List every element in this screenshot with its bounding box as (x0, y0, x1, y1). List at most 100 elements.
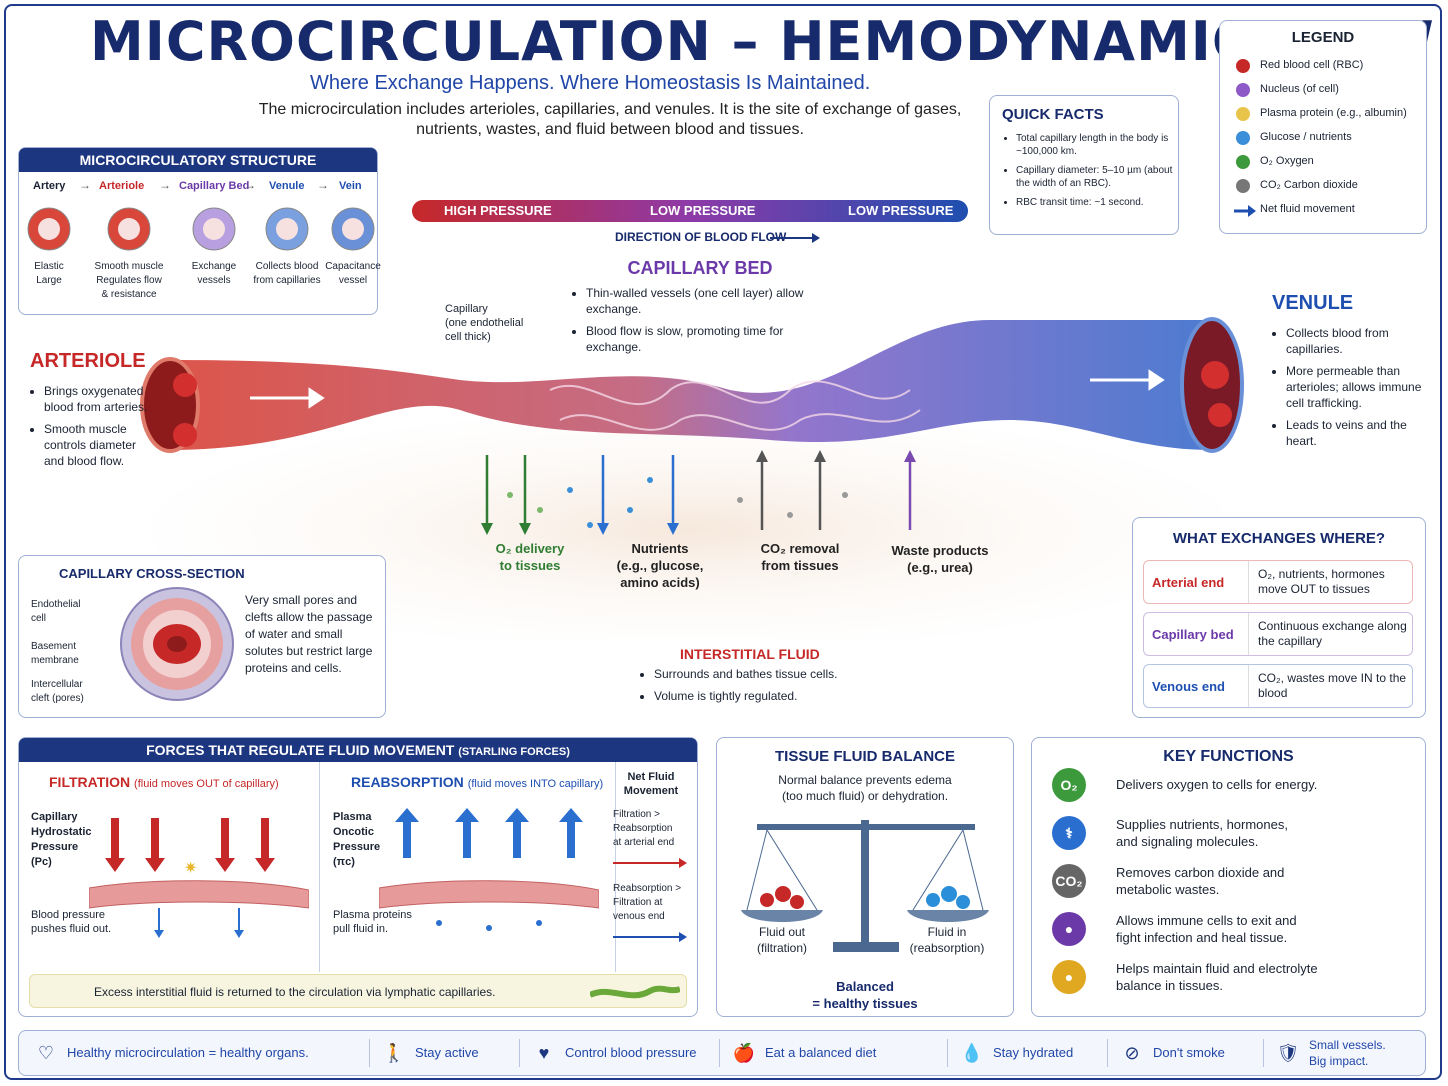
structure-step-desc: Smooth muscle Regulates flow & resistanc… (94, 261, 164, 300)
exchange-what: CO₂, wastes move IN to the blood (1258, 671, 1407, 700)
tissue-balance-panel: TISSUE FLUID BALANCE Normal balance prev… (716, 737, 1014, 1017)
key-function-text: Removes carbon dioxide and metabolic was… (1116, 865, 1285, 897)
exchange-row: Venous end CO₂, wastes move IN to the blo… (1143, 664, 1413, 708)
footer-item: ⊘ Don't smoke (1119, 1031, 1225, 1075)
forces-divider-1 (319, 762, 320, 972)
key-functions-heading: KEY FUNCTIONS (1163, 748, 1294, 765)
key-function-icon: O₂ (1052, 768, 1086, 802)
filtration-force: Capillary Hydrostatic Pressure (Pc) (31, 811, 92, 868)
structure-heading: MICROCIRCULATORY STRUCTURE (19, 148, 377, 172)
structure-step-vessel-icon (331, 207, 375, 251)
exchange-label: Nutrients (e.g., glucose, amino acids) (616, 541, 704, 590)
legend-label: Plasma protein (e.g., albumin) (1260, 107, 1407, 119)
footer-separator (719, 1039, 720, 1067)
footer-item: 💧Stay hydrated (959, 1031, 1073, 1075)
arteriole-heading: ARTERIOLE (30, 350, 146, 372)
legend-swatch-icon (1236, 83, 1250, 97)
legend-swatch-icon (1236, 179, 1250, 193)
forces-heading-main: FORCES THAT REGULATE FLUID MOVEMENT (146, 742, 455, 758)
basement-label: Basement membrane (31, 641, 79, 666)
key-function-text: Supplies nutrients, hormones, and signal… (1116, 817, 1288, 849)
exchange-where: Capillary bed (1152, 627, 1234, 642)
key-function-text: Delivers oxygen to cells for energy. (1116, 777, 1318, 792)
legend-swatch-icon (1236, 131, 1250, 145)
list-item: Collects blood from capillaries. (1286, 325, 1422, 357)
footer-item-label: Don't smoke (1153, 1045, 1225, 1060)
footer-item: 🚶Stay active (381, 1031, 479, 1075)
structure-step-name: Vein (339, 180, 362, 192)
cleft-label: Intercellular cleft (pores) (31, 679, 84, 704)
quick-facts-panel: QUICK FACTS Total capillary length in th… (989, 95, 1179, 235)
what-exchanges-heading: WHAT EXCHANGES WHERE? (1172, 530, 1386, 547)
reabsorption-title-text: REABSORPTION (351, 774, 464, 790)
flow-arrow-icon (770, 233, 820, 243)
key-function-icon: CO₂ (1052, 864, 1086, 898)
footer-bar: ♡Healthy microcirculation = healthy orga… (18, 1030, 1426, 1076)
arteriole-panel: ARTERIOLE Brings oxygenated blood from a… (30, 350, 148, 475)
flow-direction-label: DIRECTION OF BLOOD FLOW (615, 230, 787, 244)
quick-facts-heading: QUICK FACTS (1002, 106, 1104, 123)
exchange-row-divider (1248, 613, 1249, 655)
cross-section-heading: CAPILLARY CROSS-SECTION (59, 566, 245, 581)
footer-item-label: Stay active (415, 1045, 479, 1060)
structure-step-vessel-icon (265, 207, 309, 251)
footer-item: ♡Healthy microcirculation = healthy orga… (33, 1031, 309, 1075)
lymphatic-note: Excess interstitial fluid is returned to… (94, 985, 496, 999)
legend-label: Red blood cell (RBC) (1260, 59, 1364, 71)
list-item: Surrounds and bathes tissue cells. (654, 666, 880, 682)
key-functions-panel: KEY FUNCTIONS O₂ Delivers oxygen to cells… (1031, 737, 1426, 1017)
exchange-row-divider (1248, 665, 1249, 707)
exchange-label: O₂ delivery to tissues (495, 541, 565, 573)
structure-step-desc: Exchange vessels (191, 261, 237, 286)
pressure-low-label-right: LOW PRESSURE (848, 203, 954, 218)
venule-list: Collects blood from capillaries. More per… (1272, 325, 1422, 449)
footer-item-label: Small vessels. Big impact. (1309, 1038, 1386, 1068)
structure-step-name: Capillary Bed (179, 180, 250, 192)
blood-pressure-icon: ♥ (538, 1042, 550, 1063)
exchange-row-divider (1248, 561, 1249, 603)
key-function-text: Allows immune cells to exit and fight in… (1116, 913, 1297, 945)
forces-divider-2 (615, 762, 616, 972)
reabsorption-force: Plasma Oncotic Pressure (πc) (333, 811, 381, 868)
footer-item-label: Stay hydrated (993, 1045, 1074, 1060)
legend-item: Nucleus (of cell) (1234, 81, 1424, 101)
page-title: MICROCIRCULATION – HEMODYNAMIC VIEW (90, 10, 1435, 73)
cross-section-panel: CAPILLARY CROSS-SECTION Endothelial cell… (18, 555, 386, 718)
list-item: Total capillary length in the body is ~1… (1016, 132, 1184, 158)
structure-arrow-icon: → (159, 178, 171, 192)
legend-swatch-icon (1236, 59, 1250, 73)
legend-label: CO₂ Carbon dioxide (1260, 179, 1358, 191)
interstitial-heading: INTERSTITIAL FLUID (680, 646, 820, 662)
legend-swatch-icon (1236, 155, 1250, 169)
footer-separator (1263, 1039, 1264, 1067)
exchange-where: Venous end (1152, 679, 1225, 694)
reabsorption-note: Plasma proteins pull fluid in. (333, 909, 412, 935)
capillary-bed-heading: CAPILLARY BED (627, 258, 773, 278)
filtration-illustration: ✷ (89, 818, 309, 938)
footer-separator (1107, 1039, 1108, 1067)
legend-heading: LEGEND (1291, 29, 1355, 46)
structure-arrow-icon: → (317, 178, 329, 192)
balance-scale-icon (741, 820, 989, 952)
structure-step-name: Arteriole (99, 180, 145, 192)
footer-item-label: Healthy microcirculation = healthy organ… (67, 1045, 309, 1060)
lymphatic-note-box: Excess interstitial fluid is returned to… (29, 974, 687, 1008)
key-function-text: Helps maintain fluid and electrolyte bal… (1116, 961, 1318, 993)
legend-item: Red blood cell (RBC) (1234, 57, 1424, 77)
filtration-note: Blood pressure pushes fluid out. (31, 909, 112, 935)
pressure-bar: HIGH PRESSURE LOW PRESSURE LOW PRESSURE (412, 200, 968, 222)
key-function-icon: ● (1052, 912, 1086, 946)
cross-section-desc: Very small pores and clefts allow the pa… (245, 593, 373, 675)
exchange-where: Arterial end (1152, 575, 1225, 590)
pressure-low-label-mid: LOW PRESSURE (650, 203, 756, 218)
quick-facts-list: Total capillary length in the body is ~1… (1002, 132, 1184, 215)
exchange-what: O₂, nutrients, hormones move OUT to tiss… (1258, 567, 1385, 596)
exchange-label: Waste products (e.g., urea) (891, 543, 989, 575)
legend-item: Plasma protein (e.g., albumin) (1234, 105, 1424, 125)
no-smoking-icon: ⊘ (1124, 1042, 1140, 1063)
vessel-illustration (140, 317, 1244, 640)
list-item: More permeable than arterioles; allows i… (1286, 363, 1422, 411)
legend-arrow-icon (1234, 205, 1256, 217)
